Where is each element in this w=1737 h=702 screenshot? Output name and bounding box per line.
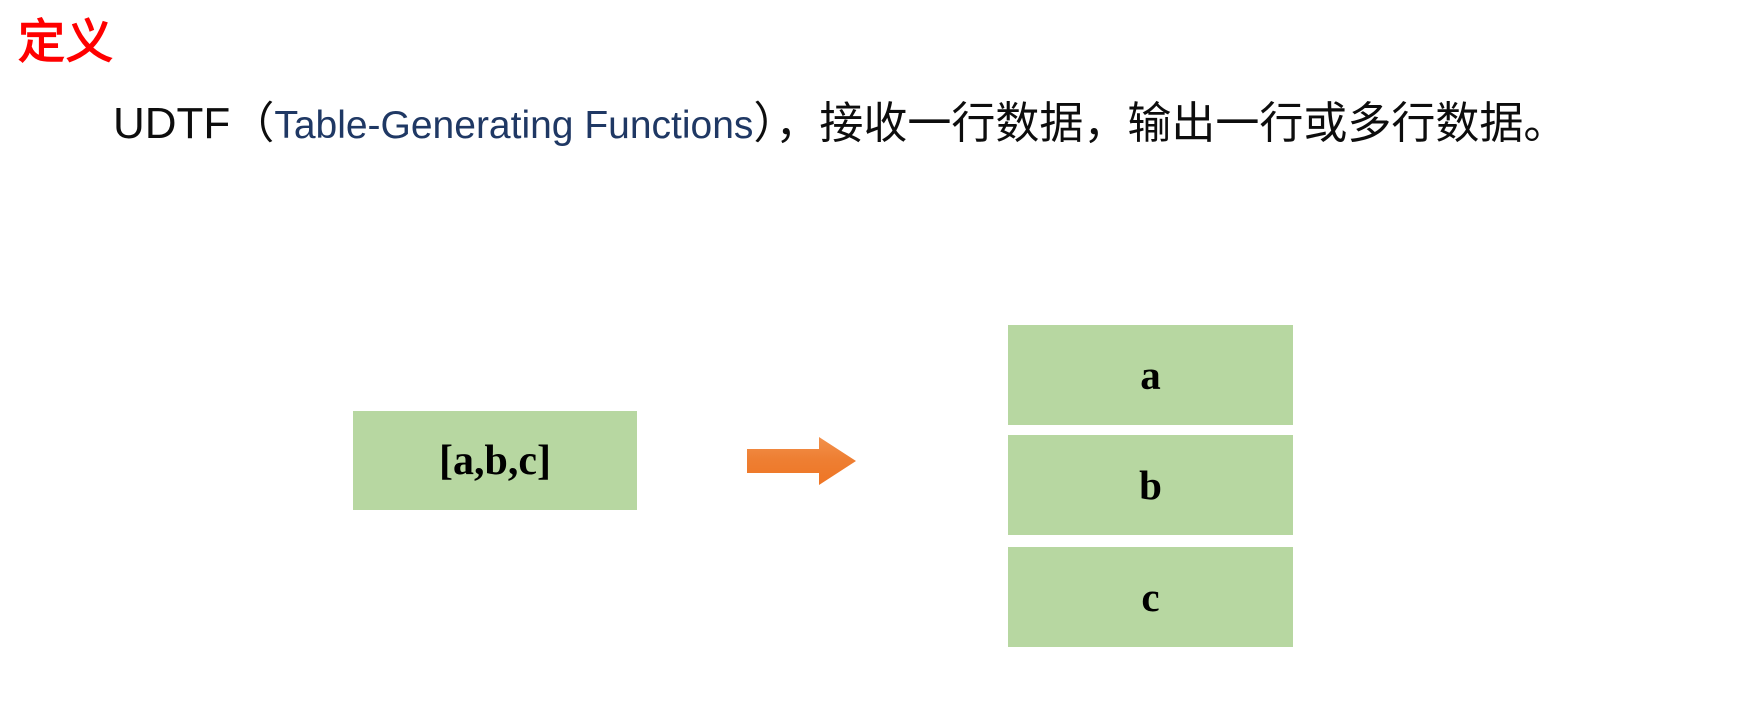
output-row-box: a bbox=[1008, 325, 1293, 425]
right-arrow-icon bbox=[747, 437, 856, 485]
definition-text: UDTF（Table-Generating Functions），接收一行数据，… bbox=[113, 96, 1567, 151]
definition-close-paren: ） bbox=[753, 99, 776, 148]
output-row-box: c bbox=[1008, 547, 1293, 647]
input-row-label: [a,b,c] bbox=[439, 437, 551, 484]
output-row-label: b bbox=[1139, 461, 1162, 508]
definition-description: ，接收一行数据，输出一行或多行数据。 bbox=[775, 99, 1568, 148]
output-row-label: a bbox=[1140, 351, 1161, 398]
definition-english-term: Table-Generating Functions bbox=[274, 104, 754, 147]
output-row-box: b bbox=[1008, 435, 1293, 535]
definition-open-paren: （ bbox=[230, 99, 275, 148]
page-title: 定义 bbox=[18, 15, 114, 68]
definition-abbreviation: UDTF bbox=[113, 99, 231, 148]
output-row-label: c bbox=[1141, 573, 1160, 620]
input-row-box: [a,b,c] bbox=[353, 411, 637, 510]
